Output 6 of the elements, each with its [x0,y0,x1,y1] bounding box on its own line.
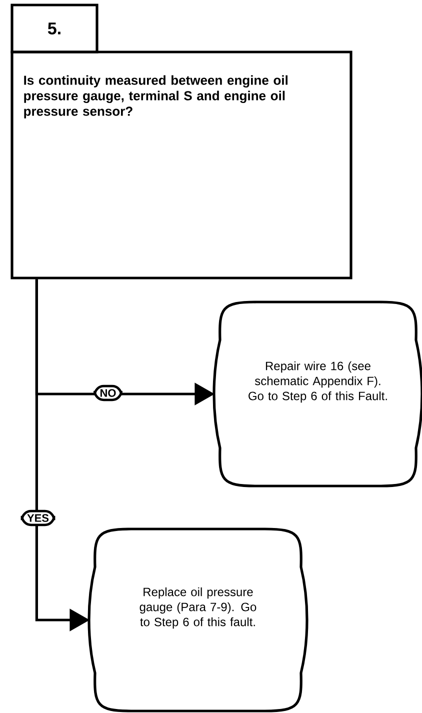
edge-label: YES [20,510,56,526]
action-box: Replace oil pressure gauge (Para 7-9). Go to Step 6 of this fault. [88,528,308,712]
question-box: Is continuity measured between engine oil pressure gauge, terminal S and engine oil pressure sensor? [10,50,352,280]
edge-label: NO [94,384,122,402]
step-number-box: 5. [10,4,98,54]
action-box: Repair wire 16 (see schematic Appendix F). Go to Step 6 of this Fault. [212,300,422,488]
